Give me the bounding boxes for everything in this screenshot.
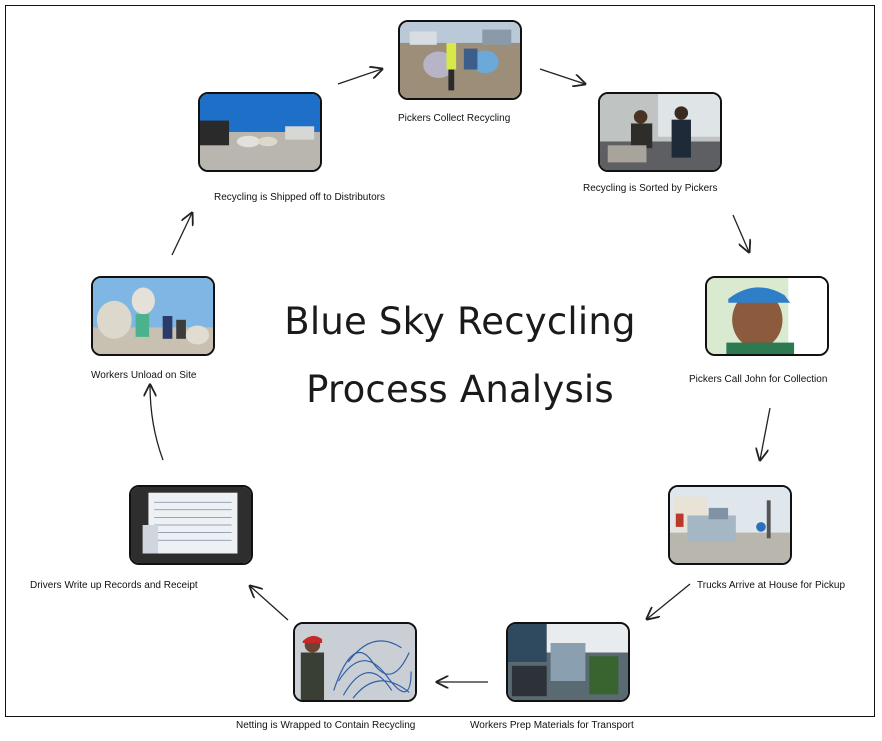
photo-workers-prep [506, 622, 630, 702]
diagram-title-line-2: Process Analysis [306, 368, 614, 411]
caption-workers-prep: Workers Prep Materials for Transport [470, 720, 634, 731]
caption-sorting: Recycling is Sorted by Pickers [583, 183, 718, 194]
photo-records-book [129, 485, 253, 565]
caption-unload: Workers Unload on Site [91, 370, 197, 381]
photo-shipping-yard [198, 92, 322, 172]
caption-john-call: Pickers Call John for Collection [689, 374, 828, 385]
photo-pickers-collect [398, 20, 522, 100]
caption-shipped: Recycling is Shipped off to Distributors [214, 192, 386, 203]
photo-sorting [598, 92, 722, 172]
photo-netting [293, 622, 417, 702]
caption-pickers-collect: Pickers Collect Recycling [398, 113, 511, 124]
photo-truck-street [668, 485, 792, 565]
diagram-frame [5, 5, 875, 717]
caption-records: Drivers Write up Records and Receipt [30, 580, 198, 591]
caption-trucks: Trucks Arrive at House for Pickup [697, 580, 846, 591]
diagram-title-line-1: Blue Sky Recycling [284, 300, 636, 343]
photo-john-portrait [705, 276, 829, 356]
photo-unload-bags [91, 276, 215, 356]
caption-netting: Netting is Wrapped to Contain Recycling [236, 720, 416, 731]
